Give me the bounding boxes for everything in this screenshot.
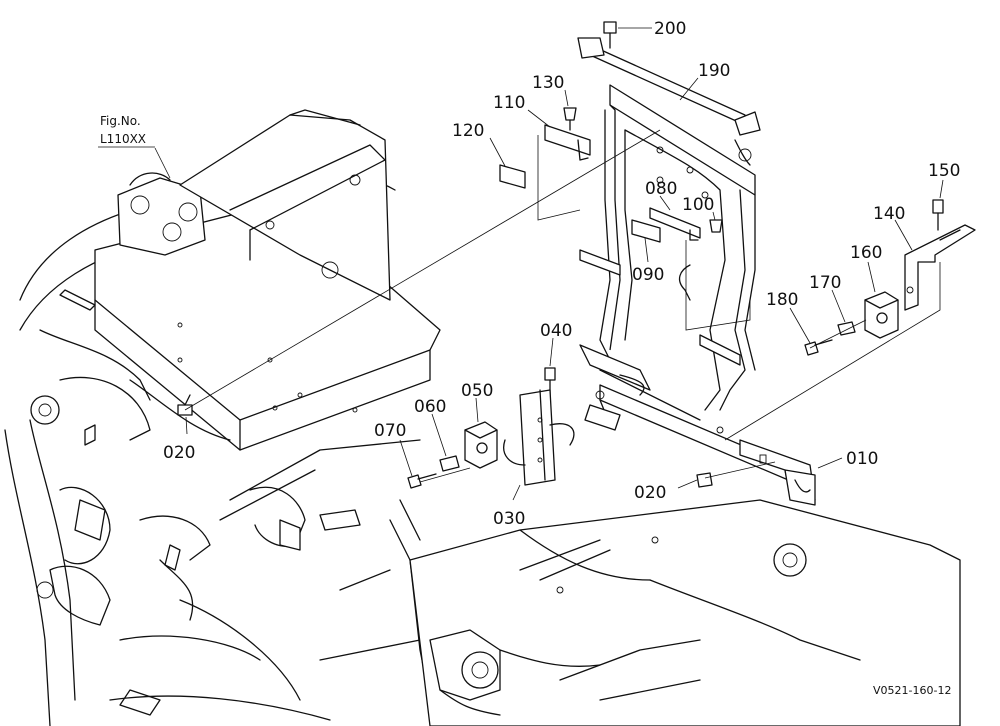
figure-reference: Fig.No. L110XX <box>98 114 155 148</box>
callout-090: 090 <box>632 265 664 285</box>
leader-lines <box>154 27 944 501</box>
callout-120: 120 <box>452 121 484 141</box>
callout-170: 170 <box>809 273 841 293</box>
callout-labels: 200 190 130 110 120 080 100 090 150 140 … <box>163 19 960 529</box>
callout-040: 040 <box>540 321 572 341</box>
mount-bracket-190 <box>577 37 801 486</box>
callout-130: 130 <box>532 73 564 93</box>
assembly-lines <box>184 129 941 483</box>
callout-190: 190 <box>698 61 730 81</box>
bolt-020b <box>696 472 713 488</box>
callout-160: 160 <box>850 243 882 263</box>
drawing-code: V0521-160-12 <box>873 684 951 697</box>
bracket-010 <box>739 439 816 506</box>
callout-030: 030 <box>493 509 525 529</box>
bolt-180 <box>804 339 833 356</box>
callout-050: 050 <box>461 381 493 401</box>
label-120 <box>499 164 526 189</box>
block-050 <box>464 421 498 469</box>
figure-ref-line2: L110XX <box>100 132 146 146</box>
loader-frame <box>4 109 961 726</box>
callout-060: 060 <box>414 397 446 417</box>
pin-060 <box>439 455 460 472</box>
clip-080-090 <box>631 207 723 243</box>
callout-110: 110 <box>493 93 525 113</box>
callout-100: 100 <box>682 195 714 215</box>
callout-070: 070 <box>374 421 406 441</box>
callout-020-left: 020 <box>163 443 195 463</box>
callout-020-right: 020 <box>634 483 666 503</box>
bracket-030 <box>503 389 575 486</box>
bracket-140 <box>904 199 976 311</box>
callout-180: 180 <box>766 290 798 310</box>
clip-110 <box>544 107 591 161</box>
callout-150: 150 <box>928 161 960 181</box>
callout-140: 140 <box>873 204 905 224</box>
callout-200: 200 <box>654 19 686 39</box>
callout-080: 080 <box>645 179 677 199</box>
block-160 <box>864 291 899 339</box>
bolt-070 <box>407 473 437 489</box>
callout-010: 010 <box>846 449 878 469</box>
figure-ref-line1: Fig.No. <box>100 114 141 128</box>
bolt-200 <box>603 21 617 49</box>
bolt-020a <box>177 394 193 416</box>
